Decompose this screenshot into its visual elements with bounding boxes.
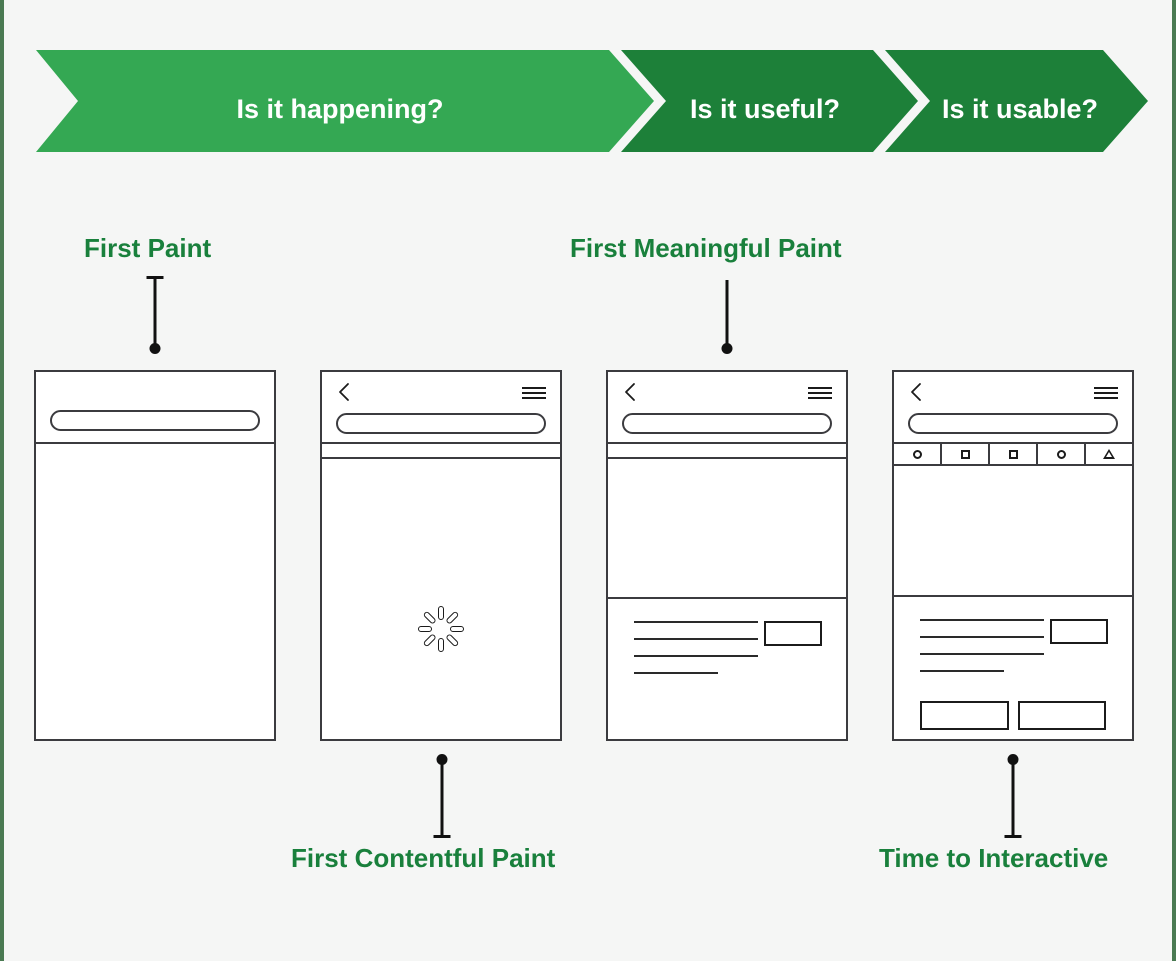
triangle-icon xyxy=(1103,449,1115,459)
page-content-area xyxy=(894,466,1132,730)
address-bar[interactable] xyxy=(622,413,832,434)
hero-placeholder xyxy=(608,459,846,597)
loading-spinner-icon xyxy=(417,605,465,653)
circle-icon xyxy=(1056,449,1066,459)
hamburger-menu-icon[interactable] xyxy=(807,386,833,400)
spinner-spoke xyxy=(445,610,460,625)
square-icon xyxy=(960,449,970,459)
spinner-spoke xyxy=(450,626,464,632)
shape-toolbar-item[interactable] xyxy=(894,444,942,464)
connector-cap xyxy=(433,835,451,838)
phase-segment-is-it-happening[interactable] xyxy=(36,50,654,152)
cta-button-secondary[interactable] xyxy=(1017,701,1106,730)
connector-stem xyxy=(440,759,444,835)
connector-first-meaningful-paint xyxy=(696,280,758,358)
hamburger-menu-icon[interactable] xyxy=(1093,386,1119,400)
text-line xyxy=(920,670,1004,672)
connector-first-paint xyxy=(124,276,186,358)
text-line xyxy=(920,619,1044,621)
hamburger-menu-icon[interactable] xyxy=(521,386,547,400)
text-line xyxy=(634,621,758,623)
back-chevron-icon[interactable] xyxy=(336,382,352,402)
article-block xyxy=(894,597,1132,672)
content-divider xyxy=(608,597,846,599)
address-bar[interactable] xyxy=(336,413,546,434)
text-line xyxy=(634,655,758,657)
text-line xyxy=(634,638,758,640)
circle-icon xyxy=(912,449,922,459)
address-bar[interactable] xyxy=(908,413,1118,434)
article-block xyxy=(608,599,846,674)
phone-mockup-first-contentful-paint xyxy=(320,370,562,741)
shape-toolbar-item[interactable] xyxy=(1086,444,1132,464)
shape-toolbar-item[interactable] xyxy=(990,444,1038,464)
phase-banner: Is it happening? Is it useful? Is it usa… xyxy=(4,50,1176,152)
browser-chrome xyxy=(894,372,1132,444)
connector-dot xyxy=(149,343,161,354)
shape-toolbar-item[interactable] xyxy=(942,444,990,464)
text-line xyxy=(920,636,1044,638)
cta-button-row xyxy=(894,687,1132,730)
browser-chrome xyxy=(36,372,274,444)
connector-time-to-interactive xyxy=(982,754,1044,838)
milestone-label-first-meaningful-paint: First Meaningful Paint xyxy=(570,233,842,263)
phase-segment-is-it-usable[interactable] xyxy=(885,50,1148,152)
browser-chrome xyxy=(322,372,560,444)
connector-cap xyxy=(1004,835,1022,838)
connector-first-contentful-paint xyxy=(411,754,473,838)
phase-label-is-it-happening: Is it happening? xyxy=(237,94,444,124)
connector-stem xyxy=(153,276,157,348)
content-divider xyxy=(894,595,1132,597)
phase-segment-is-it-useful[interactable] xyxy=(621,50,918,152)
shape-toolbar-item[interactable] xyxy=(1038,444,1086,464)
milestone-label-first-contentful-paint: First Contentful Paint xyxy=(291,843,556,873)
cta-button-primary[interactable] xyxy=(920,701,1009,730)
browser-chrome xyxy=(608,372,846,444)
toolbar-strip xyxy=(322,444,560,459)
phone-mockup-first-meaningful-paint xyxy=(606,370,848,741)
spinner-spoke xyxy=(445,633,460,648)
connector-stem xyxy=(725,280,729,348)
hero-placeholder xyxy=(894,466,1132,595)
phone-mockup-first-paint xyxy=(34,370,276,741)
spinner-spoke xyxy=(422,633,437,648)
back-chevron-icon[interactable] xyxy=(908,382,924,402)
text-line xyxy=(634,672,718,674)
toolbar-strip xyxy=(608,444,846,459)
spinner-spoke xyxy=(438,606,444,620)
milestone-label-time-to-interactive: Time to Interactive xyxy=(879,843,1109,873)
spinner-spoke xyxy=(438,638,444,652)
spinner-spoke xyxy=(422,610,437,625)
connector-stem xyxy=(1011,759,1015,835)
thumbnail-box xyxy=(1050,619,1108,644)
address-bar[interactable] xyxy=(50,410,260,431)
thumbnail-box xyxy=(764,621,822,646)
spinner-spoke xyxy=(418,626,432,632)
text-line xyxy=(920,653,1044,655)
phase-label-is-it-useful: Is it useful? xyxy=(690,94,840,124)
shape-toolbar xyxy=(894,444,1132,466)
back-chevron-icon[interactable] xyxy=(622,382,638,402)
phase-label-is-it-usable: Is it usable? xyxy=(942,94,1098,124)
phone-mockup-time-to-interactive xyxy=(892,370,1134,741)
connector-dot xyxy=(721,343,733,354)
square-icon xyxy=(1008,449,1018,459)
page-content-area xyxy=(608,459,846,674)
phase-banner-svg: Is it happening? Is it useful? Is it usa… xyxy=(36,50,1148,152)
milestone-label-first-paint: First Paint xyxy=(84,233,212,263)
